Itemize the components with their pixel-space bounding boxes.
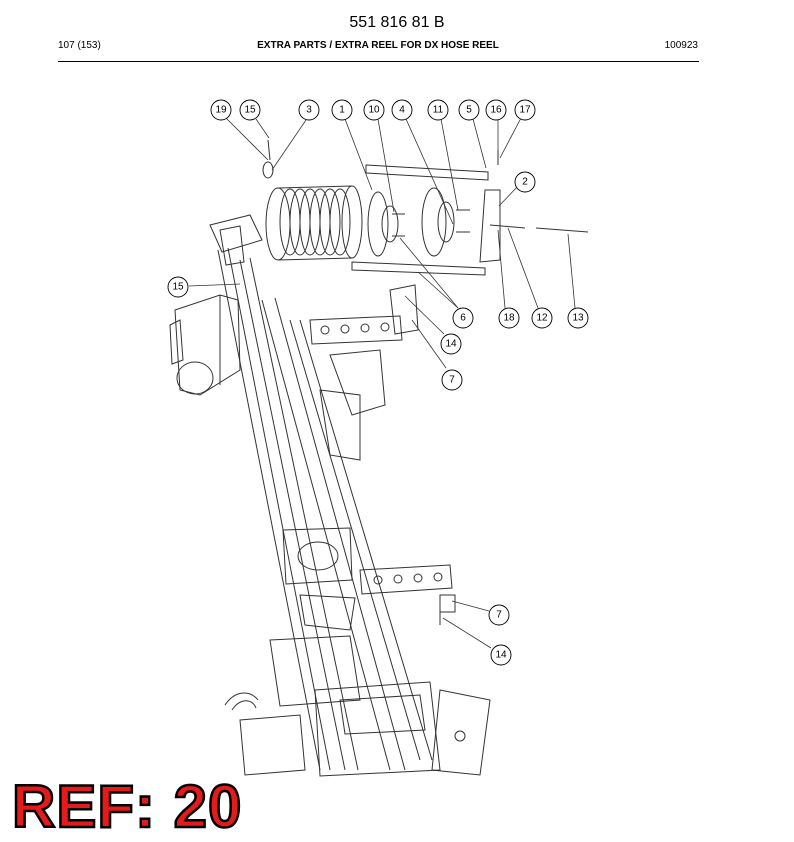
callout-label: 13: [572, 313, 584, 324]
leader-lines: [188, 117, 576, 649]
callout-label: 16: [490, 105, 502, 116]
callout-6: [452, 307, 474, 329]
header-divider: [58, 61, 699, 62]
callout-label: 14: [495, 650, 507, 661]
callout-circles: [167, 99, 589, 666]
lower-mount-plates: [282, 527, 456, 631]
callout-17: [514, 99, 536, 121]
callout-label: 15: [172, 282, 184, 293]
callout-label: 10: [368, 105, 380, 116]
callout-label: 2: [522, 177, 528, 188]
base-assembly: [224, 635, 491, 777]
reel-brackets: [262, 139, 589, 276]
callout-12: [531, 307, 553, 329]
callout-3: [298, 99, 320, 121]
callout-11: [427, 99, 449, 121]
reference-stamp: REF: 20: [11, 772, 243, 842]
callout-label: 19: [215, 105, 227, 116]
callout-label: 18: [503, 313, 515, 324]
callout-2: [514, 171, 536, 193]
callout-label: 3: [306, 105, 312, 116]
callout-label: 6: [460, 313, 466, 324]
callout-label: 11: [433, 105, 444, 116]
page-title: EXTRA PARTS / EXTRA REEL FOR DX HOSE REE…: [257, 40, 499, 51]
callout-label: 1: [339, 105, 345, 116]
callout-label: 14: [445, 339, 457, 350]
hose-reel-drum: [265, 185, 470, 261]
callout-13: [567, 307, 589, 329]
callout-label: 7: [449, 375, 455, 386]
callout-label: 17: [519, 105, 531, 116]
hose-guide-clamps: [309, 284, 419, 461]
page-indicator: 107 (153): [58, 40, 101, 51]
callout-16: [485, 99, 507, 121]
callout-7-upper: [441, 369, 463, 391]
date-code: 100923: [664, 40, 698, 51]
callout-14-upper: [440, 333, 462, 355]
drive-motor: [169, 294, 241, 396]
callout-label: 15: [244, 105, 256, 116]
callout-label: 5: [466, 105, 472, 116]
document-number: 551 816 81 B: [349, 14, 445, 31]
callout-label: 7: [496, 610, 502, 621]
callout-label: 4: [399, 105, 405, 116]
callout-1: [331, 99, 353, 121]
callout-5: [458, 99, 480, 121]
callout-18: [498, 307, 520, 329]
header-row: 107 (153) EXTRA PARTS / EXTRA REEL FOR D…: [58, 40, 698, 56]
callout-4: [391, 99, 413, 121]
callout-15-top: [239, 99, 261, 121]
frame-rails: [209, 214, 433, 771]
callout-7-lower: [488, 604, 510, 626]
callout-19: [210, 99, 232, 121]
callout-label: 12: [536, 313, 548, 324]
callout-15-left: [167, 276, 189, 298]
callout-14-lower: [490, 644, 512, 666]
callout-10: [363, 99, 385, 121]
